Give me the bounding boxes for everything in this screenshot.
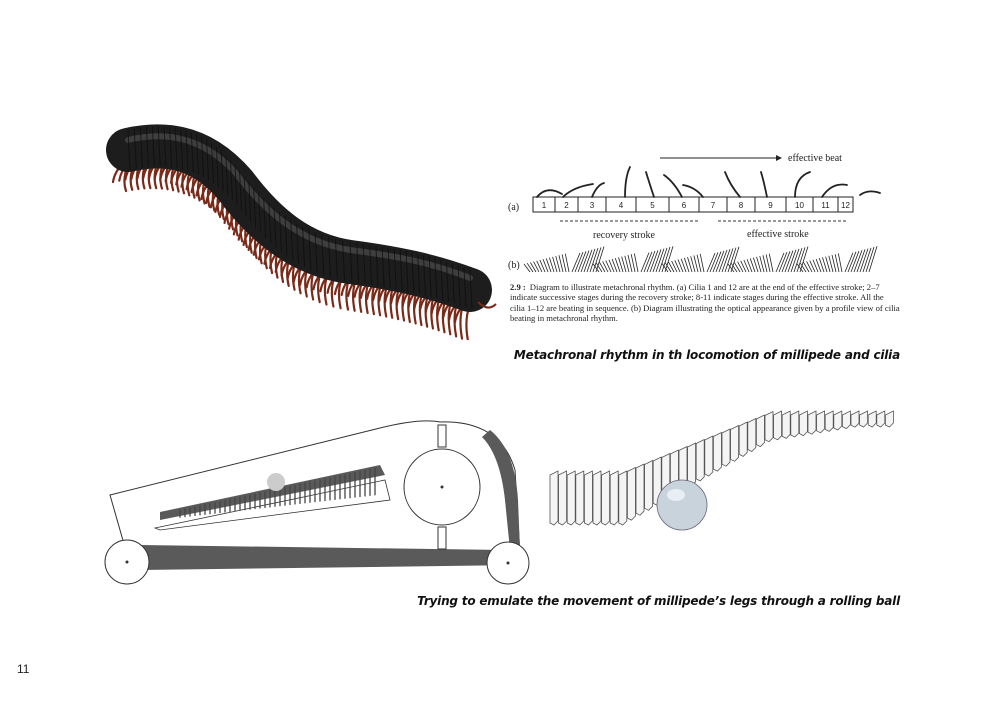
leg-slat bbox=[781, 410, 791, 439]
leg-slat bbox=[627, 466, 636, 521]
leg-slat bbox=[764, 410, 774, 443]
cilium-number: 11 bbox=[821, 201, 830, 210]
leg-slat bbox=[773, 410, 782, 441]
recovery-stroke-label: recovery stroke bbox=[593, 230, 655, 241]
legs-model-render bbox=[549, 410, 894, 531]
cilium-box bbox=[837, 196, 854, 213]
cilium-number: 3 bbox=[590, 201, 595, 210]
leg-slat bbox=[850, 410, 860, 428]
caption-rolling-ball: Trying to emulate the movement of millip… bbox=[417, 594, 900, 608]
leg-slat bbox=[730, 424, 739, 462]
leg-slat bbox=[713, 431, 722, 472]
leg-slat bbox=[549, 470, 559, 526]
leg-slat bbox=[721, 428, 731, 467]
cilium-number: 10 bbox=[795, 201, 804, 210]
figure-caption-text: Diagram to illustrate metachronal rhythm… bbox=[510, 282, 900, 323]
leg-slat bbox=[816, 410, 825, 434]
leg-slat bbox=[824, 410, 834, 432]
leg-slat bbox=[799, 410, 808, 437]
leg-slat bbox=[833, 410, 843, 431]
effective-beat-label: effective beat bbox=[788, 153, 842, 164]
millipede-image bbox=[106, 124, 497, 340]
figure-number: 2.9 : bbox=[510, 282, 526, 292]
leg-slat bbox=[807, 410, 817, 435]
mechanism-drawing bbox=[104, 420, 530, 585]
leg-slat bbox=[575, 470, 585, 526]
leg-slat bbox=[704, 435, 714, 477]
leg-slat bbox=[842, 410, 851, 430]
cilium-number: 6 bbox=[682, 201, 687, 210]
leg-slat bbox=[601, 470, 610, 526]
leg-slat bbox=[885, 410, 894, 428]
cilium-number: 5 bbox=[650, 201, 655, 210]
leg-slat bbox=[747, 417, 757, 452]
cilium-number: 9 bbox=[768, 201, 773, 210]
leg-slat bbox=[867, 410, 877, 428]
cilium-number: 1 bbox=[542, 201, 547, 210]
leg-slat bbox=[558, 470, 567, 526]
leg-slat bbox=[756, 414, 765, 448]
leg-slat bbox=[566, 470, 576, 526]
cilium-number: 12 bbox=[841, 201, 850, 210]
leg-slat bbox=[644, 459, 653, 511]
cilium-number: 8 bbox=[739, 201, 744, 210]
leg-slat bbox=[695, 438, 705, 482]
page-number: 11 bbox=[17, 662, 30, 676]
leg-slat bbox=[584, 470, 593, 526]
leg-slat bbox=[687, 442, 696, 487]
cilium-number: 4 bbox=[619, 201, 624, 210]
cilium-number: 7 bbox=[711, 201, 716, 210]
figure-caption: 2.9 :Diagram to illustrate metachronal r… bbox=[510, 282, 900, 323]
leg-slat bbox=[790, 410, 800, 438]
label-a: (a) bbox=[508, 202, 519, 213]
leg-slat bbox=[635, 463, 645, 516]
label-b: (b) bbox=[508, 260, 520, 271]
leg-slat bbox=[592, 470, 602, 526]
leg-slat bbox=[609, 470, 619, 526]
cilium-number: 2 bbox=[564, 201, 569, 210]
effective-stroke-label: effective stroke bbox=[747, 229, 809, 240]
leg-slat bbox=[876, 410, 886, 428]
leg-slat bbox=[738, 421, 748, 457]
caption-metachronal-rhythm: Metachronal rhythm in th locomotion of m… bbox=[513, 348, 900, 362]
leg-slat bbox=[859, 410, 868, 428]
leg-slat bbox=[618, 470, 628, 526]
